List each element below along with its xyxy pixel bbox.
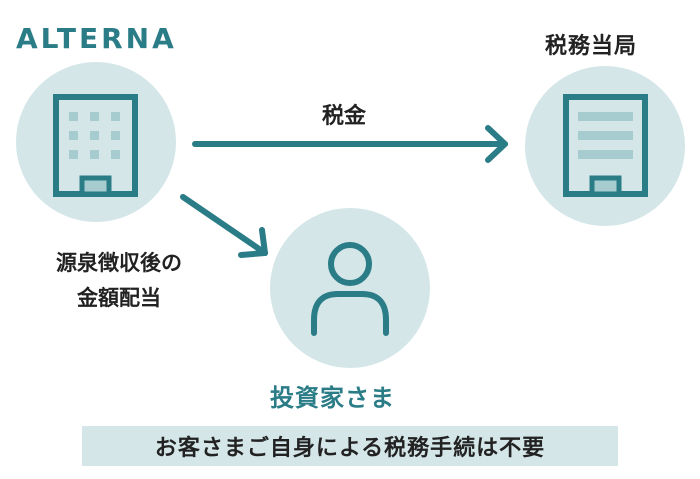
tax-office-node (525, 66, 685, 226)
investor-label: 投資家さま (270, 384, 395, 412)
office-building-icon (53, 94, 138, 197)
person-icon (311, 242, 389, 336)
government-building-icon (563, 94, 648, 197)
investor-node (270, 208, 430, 368)
tax-office-label: 税務当局 (545, 34, 638, 59)
note-banner: お客さまご自身による税務手続は不要 (82, 426, 618, 466)
dividend-edge-label: 源泉徴収後の 金額配当 (56, 246, 182, 316)
dividend-arrow (180, 194, 268, 258)
tax-arrow (192, 125, 508, 163)
company-circle (16, 62, 176, 222)
company-label: ALTERNA (16, 22, 177, 55)
investor-circle (270, 208, 430, 368)
dividend-label-line-2: 金額配当 (77, 286, 161, 310)
dividend-label-line-1: 源泉徴収後の (56, 251, 182, 275)
tax-edge-label: 税金 (322, 104, 367, 129)
company-node (16, 62, 176, 222)
tax-office-circle (525, 66, 685, 226)
